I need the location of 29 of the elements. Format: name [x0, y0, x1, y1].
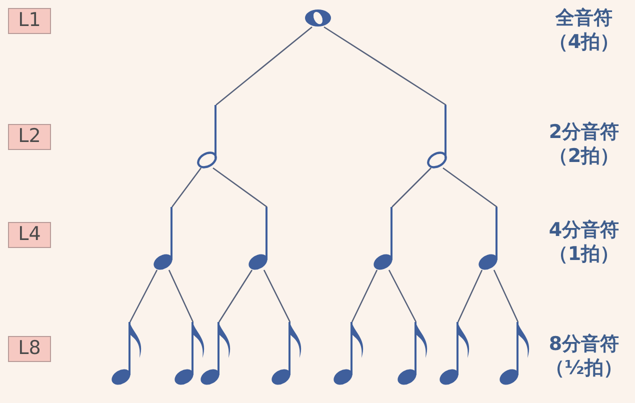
connector-line — [392, 168, 432, 208]
level-tag: L2 — [8, 124, 51, 150]
level-tag: L4 — [8, 222, 51, 248]
quarter-note-icon — [151, 207, 174, 270]
note-caption: 8分音符（½拍） — [545, 332, 623, 380]
connector-line — [129, 270, 158, 322]
note-caption: 4分音符（1拍） — [548, 218, 620, 266]
connector-line — [168, 270, 194, 322]
connector-line — [218, 270, 253, 322]
note-caption: 2分音符（2拍） — [548, 120, 620, 168]
whole-note-icon — [304, 9, 332, 27]
connector-line — [493, 270, 519, 322]
connector-line — [442, 167, 498, 208]
half-note-icon — [425, 105, 448, 168]
connector-line — [388, 270, 417, 322]
note-caption: 全音符（4拍） — [548, 6, 620, 54]
connector-line — [212, 167, 268, 208]
connector-line — [216, 26, 312, 106]
connector-line — [263, 270, 291, 322]
half-note-icon — [195, 105, 218, 168]
quarter-note-icon — [246, 207, 269, 270]
connector-line — [457, 270, 483, 322]
level-tag: L1 — [8, 8, 51, 34]
connector-line — [324, 26, 446, 106]
quarter-note-icon — [371, 207, 394, 270]
connector-line — [351, 270, 378, 322]
level-tag: L8 — [8, 336, 51, 362]
connector-line — [171, 168, 202, 208]
quarter-note-icon — [476, 207, 499, 270]
